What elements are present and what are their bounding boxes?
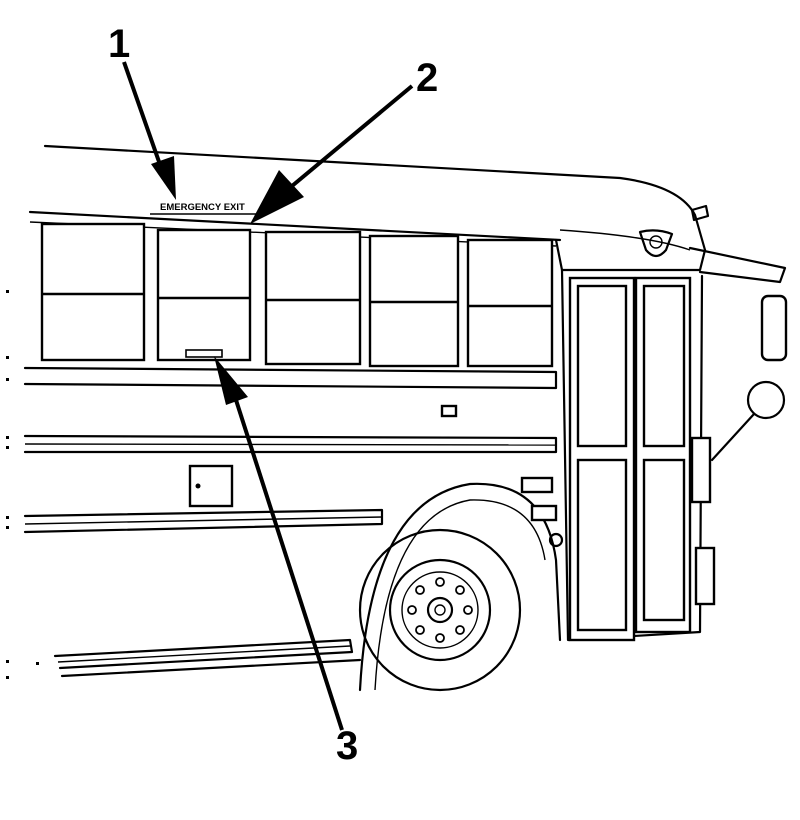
emergency-exit-label: EMERGENCY EXIT: [160, 202, 245, 213]
edge-tick-marks: [6, 290, 39, 679]
arrow-1: [122, 61, 166, 177]
leader-arrows: [122, 61, 414, 731]
callout-1: 1: [108, 22, 131, 66]
callout-3: 3: [336, 724, 359, 768]
arrow-2-head: [250, 170, 304, 224]
convex-mirror: [746, 380, 786, 420]
front-door: [568, 276, 692, 642]
front-hardware: [638, 204, 788, 606]
wheel-lug-nuts: [407, 577, 473, 643]
window-latch: [185, 349, 223, 358]
bus-body: [23, 144, 707, 692]
arrow-3-head: [214, 356, 248, 405]
emergency-exit-sign: EMERGENCY EXIT: [150, 202, 262, 215]
arrow-2: [290, 84, 414, 188]
side-mirror: [760, 294, 788, 362]
emergency-exit-window: [156, 228, 252, 362]
bus-emblem: [638, 229, 674, 258]
callout-2: 2: [416, 56, 439, 100]
arrow-3: [234, 399, 344, 731]
arrow-1-head: [151, 156, 176, 200]
front-wheel: [358, 528, 522, 692]
side-windows: [40, 222, 554, 368]
